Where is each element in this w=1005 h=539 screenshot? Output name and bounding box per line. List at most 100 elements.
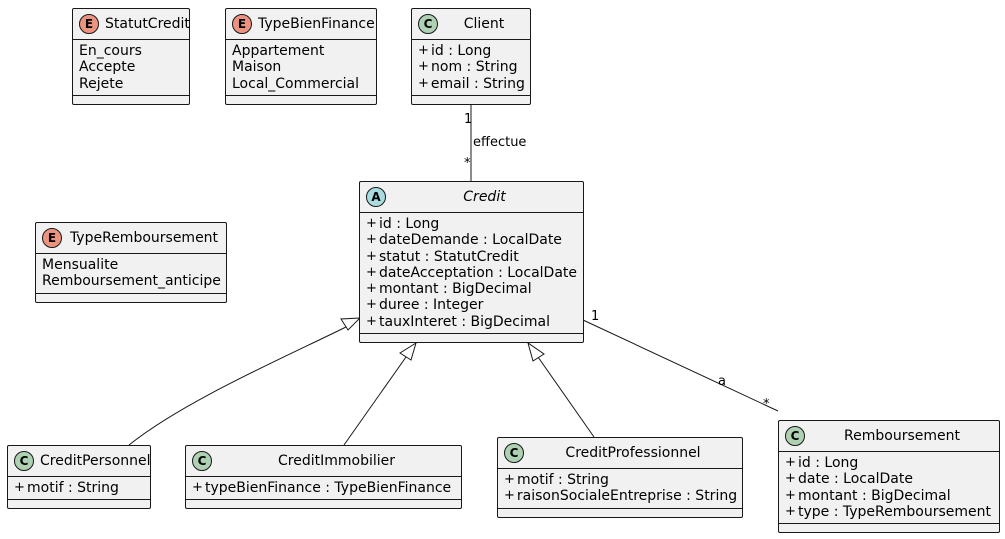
class-icon: C [785, 426, 805, 446]
class-icon: C [192, 451, 212, 471]
abstract-class-credit-header: A Credit [360, 182, 583, 212]
class-remboursement-name: Remboursement [844, 428, 960, 444]
attribute-text: email : String [430, 75, 525, 92]
class-creditpersonnel-name: CreditPersonnel [40, 453, 151, 469]
attribute-row: +typeBienFinance : TypeBienFinance [192, 480, 455, 496]
enum-value: Rejete [79, 75, 124, 92]
inheritance-creditimmobilier-arrowhead [399, 341, 417, 361]
enum-statutcredit-empty-section [73, 94, 189, 104]
attribute-row: +dateAcceptation : LocalDate [366, 265, 577, 281]
public-visibility-icon: + [785, 503, 796, 519]
public-visibility-icon: + [366, 248, 377, 264]
enum-typebienfinance-values: Appartement Maison Local_Commercial [226, 39, 376, 95]
attribute-text: dateDemande : LocalDate [379, 232, 562, 249]
enum-typebienfinance-empty-section [226, 94, 376, 104]
credit-multiplicity-client: * [464, 156, 471, 171]
class-client-attributes: +id : Long +nom : String +email : String [412, 39, 530, 95]
attribute-text: type : TypeRemboursement [798, 503, 991, 520]
class-icon: C [14, 451, 34, 471]
class-creditimmobilier[interactable]: C CreditImmobilier +typeBienFinance : Ty… [185, 445, 462, 510]
public-visibility-icon: + [418, 43, 429, 58]
enum-typeremboursement[interactable]: E TypeRemboursement Mensualite Rembourse… [35, 222, 227, 303]
abstract-class-credit-attributes: +id : Long +dateDemande : LocalDate +sta… [360, 212, 583, 333]
public-visibility-icon: + [366, 297, 377, 313]
public-visibility-icon: + [366, 232, 377, 248]
attribute-text: id : Long [431, 43, 492, 59]
public-visibility-icon: + [504, 472, 515, 487]
enum-statutcredit[interactable]: E StatutCredit En_cours Accepte Rejete [72, 8, 190, 105]
attribute-row: +statut : StatutCredit [366, 249, 577, 265]
attribute-row: +duree : Integer [366, 297, 577, 313]
attribute-text: id : Long [798, 455, 859, 471]
class-remboursement-header: C Remboursement [779, 421, 999, 451]
class-remboursement-methods [779, 523, 999, 532]
attribute-text: typeBienFinance : TypeBienFinance [205, 480, 452, 496]
association-label-effectue: effectue [473, 135, 527, 150]
attribute-text: dateAcceptation : LocalDate [378, 264, 577, 281]
enum-value: Maison [232, 59, 282, 76]
class-creditprofessionnel-header: C CreditProfessionnel [498, 438, 742, 468]
class-creditpersonnel[interactable]: C CreditPersonnel +motif : String [7, 445, 151, 510]
enum-typebienfinance-name: TypeBienFinance [258, 16, 375, 32]
inheritance-creditprofessionnel-line [537, 356, 595, 438]
attribute-text: tauxInteret : BigDecimal [379, 313, 550, 330]
inheritance-creditprofessionnel-arrowhead [527, 341, 545, 362]
public-visibility-icon: + [785, 455, 796, 470]
attribute-text: motif : String [27, 480, 119, 496]
attribute-row: +id : Long [418, 43, 524, 59]
abstract-class-credit[interactable]: A Credit +id : Long +dateDemande : Local… [359, 181, 584, 344]
public-visibility-icon: + [418, 59, 429, 75]
attribute-row: +tauxInteret : BigDecimal [366, 314, 577, 330]
class-creditimmobilier-methods [186, 499, 461, 508]
attribute-row: +motif : String [14, 480, 144, 496]
enum-statutcredit-name: StatutCredit [105, 16, 190, 32]
attribute-row: +email : String [418, 75, 525, 92]
class-creditprofessionnel-methods [498, 507, 742, 517]
inheritance-creditimmobilier-line [343, 356, 407, 446]
class-creditimmobilier-header: C CreditImmobilier [186, 446, 461, 476]
attribute-row: +montant : BigDecimal [785, 488, 993, 504]
public-visibility-icon: + [366, 264, 377, 280]
enum-value: Remboursement_anticipe [42, 273, 221, 290]
class-icon: C [504, 443, 524, 463]
association-label-a: a [718, 374, 726, 389]
attribute-text: duree : Integer [379, 297, 484, 314]
attribute-row: +montant : BigDecimal [366, 281, 577, 297]
class-creditimmobilier-name: CreditImmobilier [278, 453, 395, 469]
enum-statutcredit-values: En_cours Accepte Rejete [73, 39, 189, 95]
enum-typebienfinance[interactable]: E TypeBienFinance Appartement Maison Loc… [225, 8, 377, 105]
attribute-text: id : Long [379, 216, 440, 232]
public-visibility-icon: + [504, 488, 515, 504]
class-client-header: C Client [412, 9, 530, 39]
class-creditprofessionnel-attributes: +motif : String +raisonSocialeEntreprise… [498, 468, 742, 508]
class-creditprofessionnel[interactable]: C CreditProfessionnel +motif : String +r… [497, 437, 743, 518]
abstract-class-credit-methods [360, 333, 583, 342]
class-client[interactable]: C Client +id : Long +nom : String +email… [411, 8, 531, 105]
class-remboursement[interactable]: C Remboursement +id : Long +date : Local… [778, 420, 1000, 534]
enum-value: Appartement [232, 43, 325, 59]
attribute-row: +id : Long [785, 455, 993, 471]
client-multiplicity: 1 [464, 112, 473, 127]
enum-value: Local_Commercial [232, 75, 360, 92]
enum-typeremboursement-name: TypeRemboursement [69, 230, 219, 246]
enum-value: Mensualite [42, 257, 119, 273]
enum-typebienfinance-header: E TypeBienFinance [226, 9, 376, 39]
attribute-row: +date : LocalDate [785, 471, 993, 487]
public-visibility-icon: + [366, 281, 377, 297]
enum-typeremboursement-values: Mensualite Remboursement_anticipe [36, 253, 226, 293]
enum-typeremboursement-header: E TypeRemboursement [36, 223, 226, 253]
attribute-row: +id : Long [366, 216, 577, 232]
enum-typeremboursement-empty-section [36, 292, 226, 302]
enum-icon: E [232, 14, 252, 34]
enum-icon: E [79, 14, 99, 34]
attribute-row: +type : TypeRemboursement [785, 504, 993, 520]
attribute-row: +dateDemande : LocalDate [366, 232, 577, 248]
remboursement-multiplicity: * [763, 397, 770, 412]
class-creditprofessionnel-name: CreditProfessionnel [565, 445, 701, 461]
abstract-class-credit-name: Credit [463, 189, 506, 205]
abstract-class-icon: A [366, 187, 386, 207]
attribute-text: motif : String [517, 472, 609, 488]
class-icon: C [418, 14, 438, 34]
class-creditpersonnel-methods [8, 499, 150, 508]
